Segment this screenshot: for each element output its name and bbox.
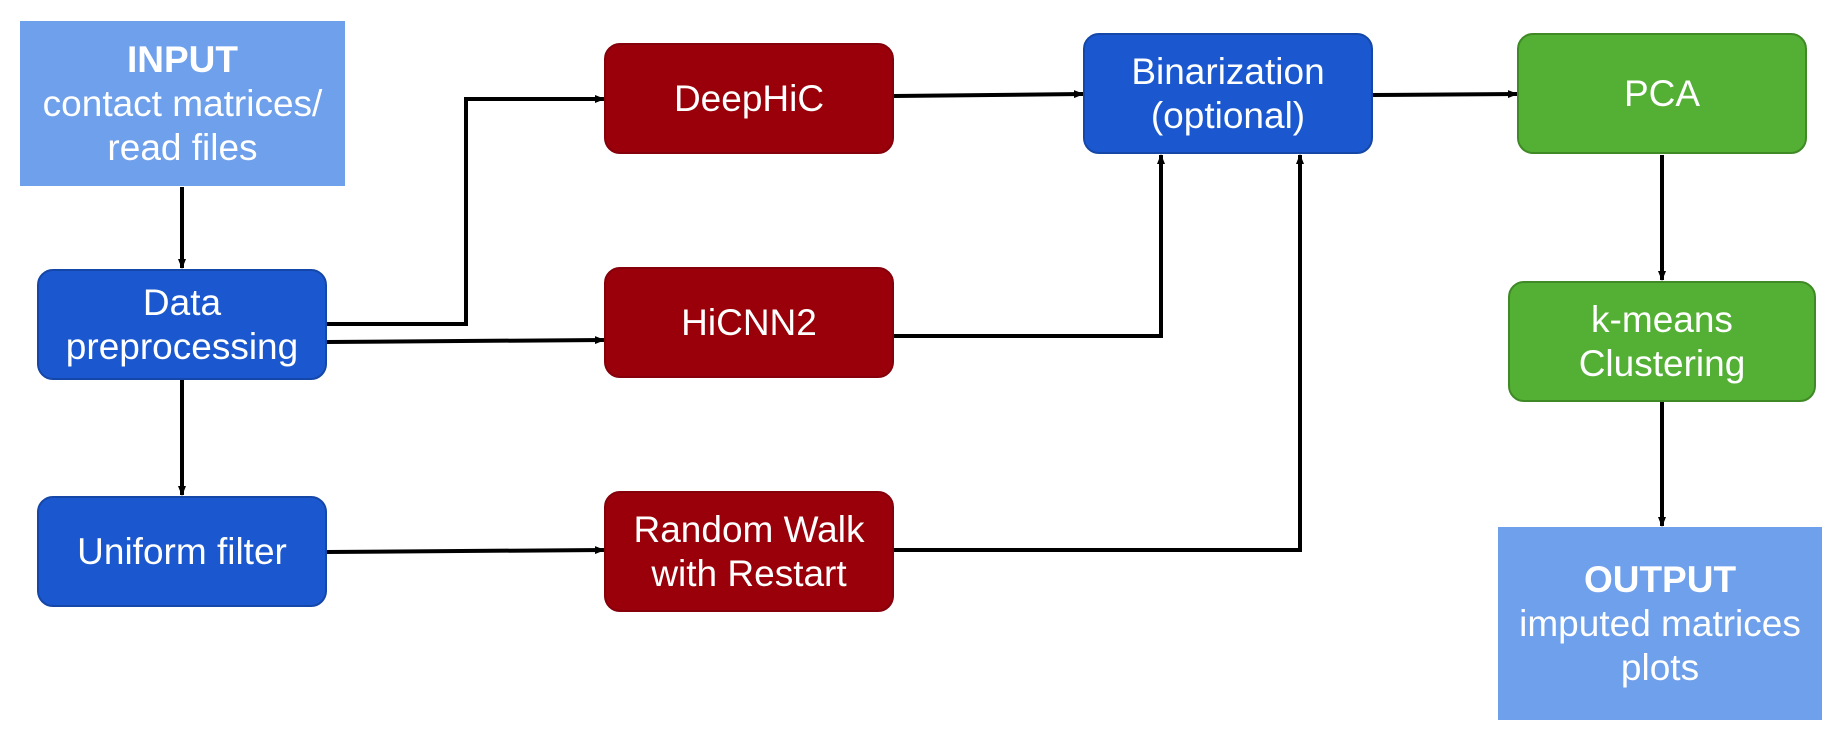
hicnn2-node-label: HiCNN2: [681, 301, 817, 343]
input-node-line2: read files: [107, 126, 258, 168]
rwr-node: Random Walk with Restart: [604, 491, 894, 612]
binarization-node-line1: Binarization: [1131, 50, 1325, 92]
preprocessing-node-line1: Data: [142, 281, 222, 323]
pca-node: PCA: [1517, 33, 1807, 154]
edge-hicnn2-to-binarization: [894, 154, 1165, 338]
output-node-line2: plots: [1620, 646, 1700, 688]
uniform-filter-node: Uniform filter: [37, 496, 327, 607]
edge-preprocessing-to-hicnn2: [326, 336, 605, 345]
input-node: INPUT contact matrices/ read files: [20, 21, 345, 186]
kmeans-node-line1: k-means: [1591, 298, 1733, 340]
edge-binarization-to-pca: [1371, 90, 1518, 99]
pca-node-label: PCA: [1623, 72, 1701, 114]
edge-uniform-filter-to-rwr: [326, 546, 605, 555]
preprocessing-node-line2: preprocessing: [65, 325, 299, 367]
input-node-line1: contact matrices/: [42, 82, 323, 124]
binarization-node-line2: (optional): [1150, 94, 1306, 136]
kmeans-node: k-means Clustering: [1508, 281, 1816, 402]
uniform-filter-node-label: Uniform filter: [77, 530, 287, 572]
deephic-node-label: DeepHiC: [673, 77, 825, 119]
deephic-node: DeepHiC: [604, 43, 894, 154]
kmeans-node-line2: Clustering: [1578, 342, 1746, 384]
output-node: OUTPUT imputed matrices plots: [1498, 527, 1822, 720]
hicnn2-node: HiCNN2: [604, 267, 894, 378]
output-node-title: OUTPUT: [1583, 558, 1737, 600]
edge-deephic-to-binarization: [893, 90, 1084, 99]
preprocessing-node: Data preprocessing: [37, 269, 327, 380]
input-node-title: INPUT: [127, 38, 238, 80]
edge-rwr-to-binarization: [894, 154, 1304, 552]
edge-preprocessing-to-deephic: [327, 95, 605, 326]
rwr-node-line2: with Restart: [651, 552, 847, 594]
rwr-node-line1: Random Walk: [633, 508, 865, 550]
binarization-node: Binarization (optional): [1083, 33, 1373, 154]
output-node-line1: imputed matrices: [1519, 602, 1801, 644]
